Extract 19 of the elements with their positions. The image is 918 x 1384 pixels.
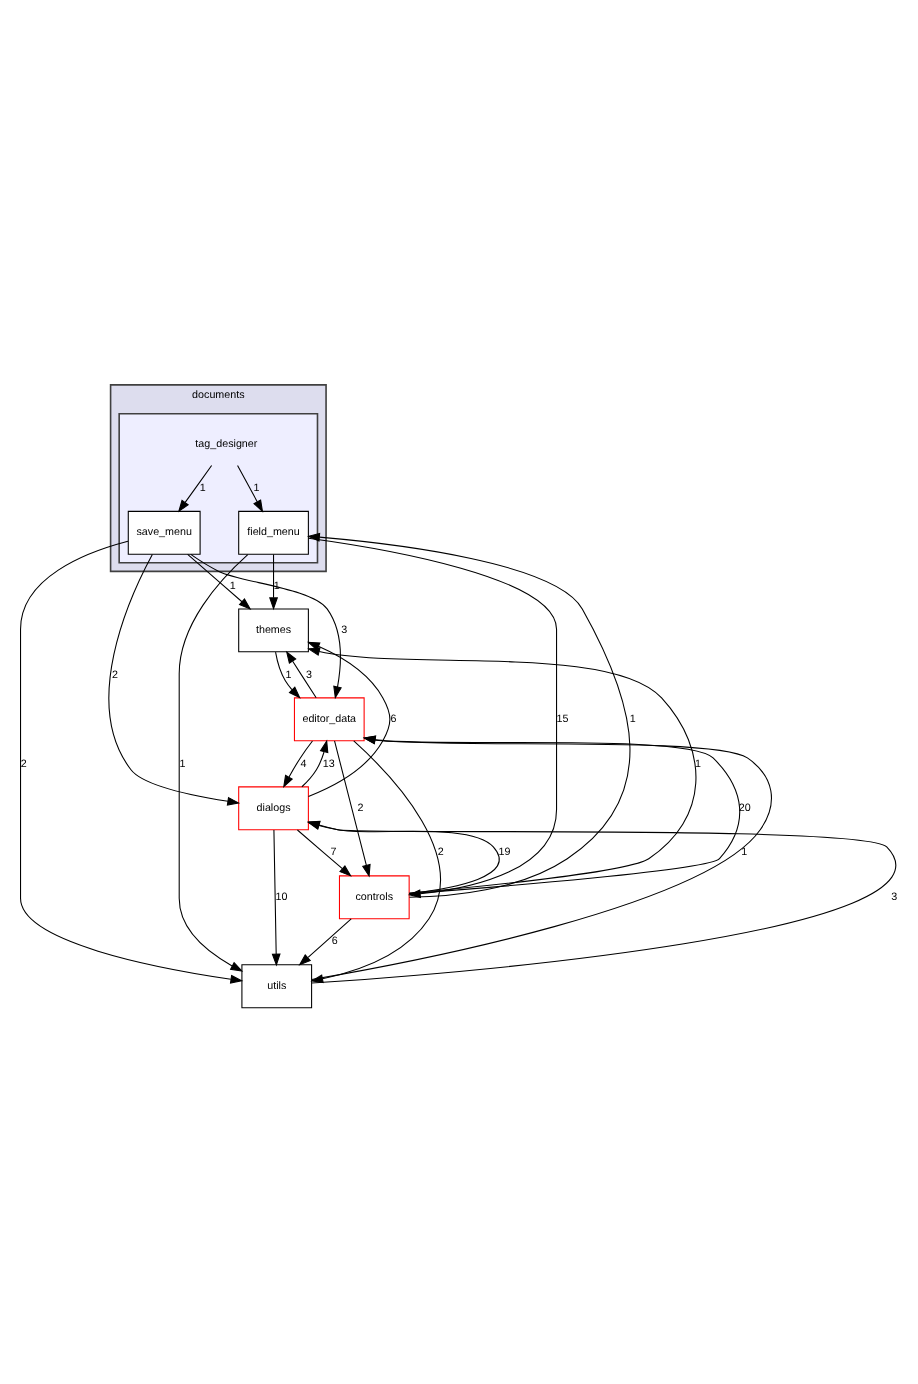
arrow: [311, 735, 772, 981]
arrow: [298, 918, 352, 966]
arrow: [190, 553, 342, 700]
arrow: [20, 540, 244, 984]
arrow: [269, 554, 279, 611]
arrow: [177, 464, 213, 513]
arrow: [108, 553, 241, 806]
arrow: [275, 651, 301, 699]
arrow: [271, 829, 281, 967]
arrow: [283, 740, 313, 789]
arrow: [187, 553, 252, 610]
arrow: [301, 739, 329, 788]
arrow: [307, 641, 391, 797]
arrow: [237, 464, 264, 513]
arrow: [362, 735, 741, 895]
arrow: [334, 740, 371, 878]
arrow: [178, 554, 249, 972]
arrow: [296, 829, 352, 877]
arrow: [285, 650, 317, 699]
